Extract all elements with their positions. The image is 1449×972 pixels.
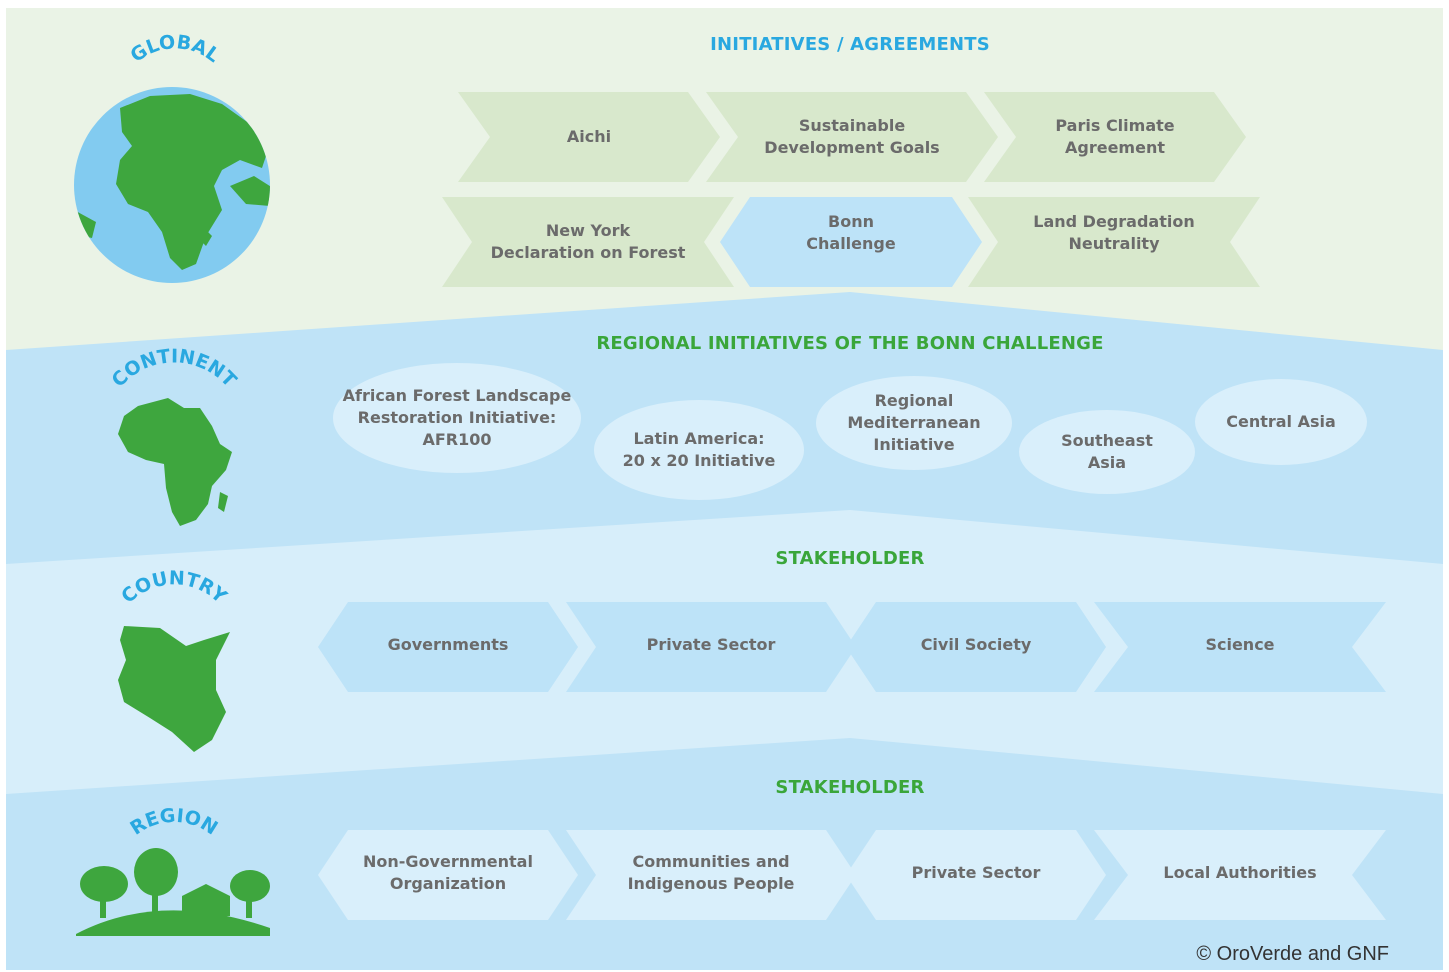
regional-initiative-label: African Forest Landscape Restoration Ini… bbox=[342, 386, 572, 449]
region-stakeholder-label: Non-Governmental Organization bbox=[363, 852, 533, 893]
region-stakeholder-label: Communities and Indigenous People bbox=[627, 852, 795, 893]
kenya-map-icon bbox=[118, 626, 230, 752]
country-stakeholder-label: Governments bbox=[387, 635, 509, 654]
initiative-label: Bonn Challenge bbox=[806, 212, 896, 253]
initiative-shape bbox=[458, 92, 720, 182]
stakeholder-shape bbox=[566, 602, 856, 692]
regional-initiative-ellipse bbox=[1195, 379, 1367, 465]
stakeholder-shape bbox=[318, 830, 578, 920]
initiative-label: Paris Climate Agreement bbox=[1055, 116, 1175, 157]
initiatives-heading: INITIATIVES / AGREEMENTS bbox=[710, 34, 990, 55]
country-stakeholder-label: Science bbox=[1205, 635, 1275, 654]
region-stakeholder-heading: STAKEHOLDER bbox=[775, 777, 925, 798]
landscape-trees-house-icon bbox=[76, 848, 270, 936]
initiative-label: New York Declaration on Forest bbox=[490, 221, 686, 262]
stakeholder-shape bbox=[1094, 830, 1386, 920]
regional-initiative-label: Central Asia bbox=[1226, 412, 1336, 431]
country-stakeholder-heading: STAKEHOLDER bbox=[775, 548, 925, 569]
regional-initiative-ellipse bbox=[594, 400, 804, 500]
regional-initiative-ellipse bbox=[816, 376, 1012, 470]
stakeholder-shape bbox=[1094, 602, 1386, 692]
stakeholder-shape bbox=[846, 830, 1106, 920]
stakeholder-shape bbox=[318, 602, 578, 692]
copyright-notice: © OroVerde and GNF bbox=[1196, 943, 1389, 965]
initiative-shape bbox=[706, 92, 998, 182]
regional-initiative-label: Regional Mediterranean Initiative bbox=[847, 391, 981, 454]
initiative-shape-highlighted bbox=[720, 197, 982, 287]
africa-map-icon bbox=[118, 398, 232, 526]
regional-initiative-ellipse bbox=[1019, 410, 1195, 494]
region-stakeholder-label: Private Sector bbox=[911, 863, 1041, 882]
stakeholder-shape bbox=[566, 830, 856, 920]
regional-initiative-label: Latin America: 20 x 20 Initiative bbox=[622, 429, 776, 470]
regional-initiative-label: Southeast Asia bbox=[1061, 431, 1153, 472]
country-stakeholder-label: Civil Society bbox=[920, 635, 1032, 654]
initiative-label: Aichi bbox=[566, 127, 612, 146]
initiative-shape bbox=[984, 92, 1246, 182]
regional-initiatives-heading: REGIONAL INITIATIVES OF THE BONN CHALLEN… bbox=[596, 333, 1104, 354]
initiative-shape bbox=[442, 197, 734, 287]
globe-icon bbox=[74, 87, 270, 283]
country-stakeholder-label: Private Sector bbox=[646, 635, 776, 654]
region-stakeholder-label: Local Authorities bbox=[1163, 863, 1317, 882]
initiative-label: Land Degradation Neutrality bbox=[1033, 212, 1195, 253]
regional-initiative-ellipse bbox=[333, 363, 581, 473]
initiative-label: Sustainable Development Goals bbox=[764, 116, 940, 157]
stakeholder-shape bbox=[846, 602, 1106, 692]
initiative-shape bbox=[968, 197, 1260, 287]
